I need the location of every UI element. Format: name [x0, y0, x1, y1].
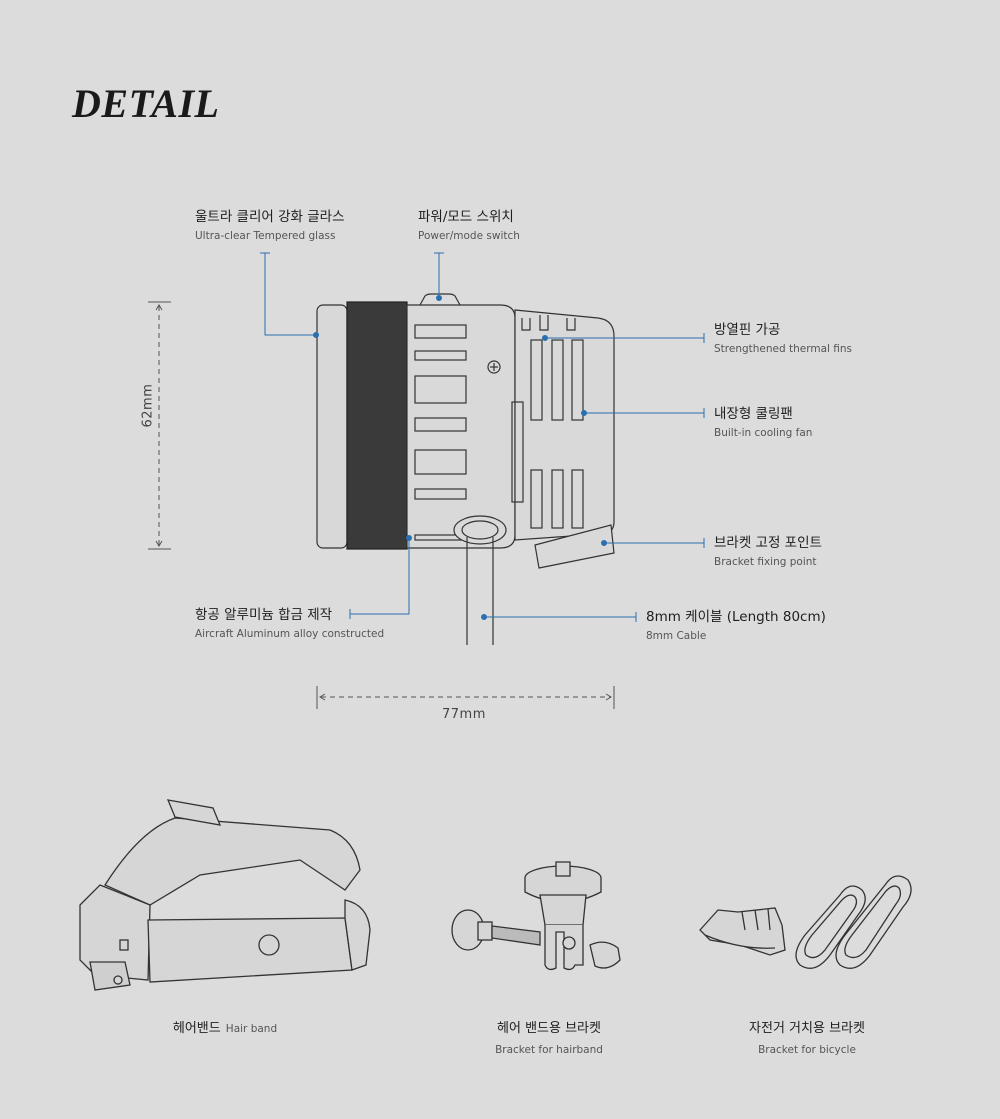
callout-cable-en: 8mm Cable: [646, 630, 707, 642]
light-body: [316, 293, 615, 645]
callout-fins-en: Strengthened thermal fins: [714, 343, 853, 355]
callout-aluminum-en: Aircraft Aluminum alloy constructed: [195, 628, 385, 640]
callout-lines: [260, 252, 705, 622]
callout-glass: 울트라 클리어 강화 글라스 Ultra-clear Tempered glas…: [195, 208, 345, 244]
bicycle-bracket-illustration: [699, 875, 912, 969]
callout-switch: 파워/모드 스위치 Power/mode switch: [418, 208, 520, 244]
callout-fan: 내장형 쿨링팬 Built-in cooling fan: [714, 405, 812, 441]
hairband-bracket-illustration: [451, 861, 621, 971]
callout-aluminum: 항공 알루미늄 합금 제작 Aircraft Aluminum alloy co…: [195, 606, 384, 642]
accessory-bicycle-bracket-en: Bracket for bicycle: [758, 1044, 856, 1056]
hairband-illustration: [79, 799, 371, 991]
callout-fan-en: Built-in cooling fan: [714, 427, 813, 439]
accessory-hairband-bracket-ko: 헤어 밴드용 브라켓: [497, 1021, 601, 1036]
callout-aluminum-ko: 항공 알루미늄 합금 제작: [195, 607, 333, 623]
callout-switch-ko: 파워/모드 스위치: [418, 209, 514, 225]
callout-fan-ko: 내장형 쿨링팬: [714, 406, 793, 422]
callout-cable-ko: 8mm 케이블 (Length 80cm): [646, 609, 826, 625]
callout-glass-en: Ultra-clear Tempered glass: [195, 230, 336, 242]
callout-fins-ko: 방열핀 가공: [714, 322, 781, 338]
accessory-hairband-label: 헤어밴드 Hair band: [140, 1017, 310, 1036]
accessory-hairband-bracket-label: 헤어 밴드용 브라켓 Bracket for hairband: [469, 1017, 629, 1056]
callout-bracket-point: 브라켓 고정 포인트 Bracket fixing point: [714, 534, 822, 570]
accessory-hairband-bracket-en: Bracket for hairband: [495, 1044, 603, 1056]
accessory-bicycle-bracket-ko: 자전거 거치용 브라켓: [749, 1021, 865, 1036]
dimension-width-label: 77mm: [442, 707, 486, 722]
accessory-hairband-ko: 헤어밴드: [172, 1021, 221, 1036]
dimension-lines: [148, 301, 615, 709]
callout-switch-en: Power/mode switch: [418, 230, 520, 242]
accessory-bicycle-bracket-label: 자전거 거치용 브라켓 Bracket for bicycle: [727, 1017, 887, 1056]
accessory-hairband-en: Hair band: [225, 1023, 278, 1035]
callout-glass-ko: 울트라 클리어 강화 글라스: [195, 209, 345, 225]
callout-cable: 8mm 케이블 (Length 80cm) 8mm Cable: [646, 608, 826, 644]
page-title: DETAIL: [72, 81, 220, 126]
callout-bracket-point-ko: 브라켓 고정 포인트: [714, 535, 822, 551]
dimension-height-label: 62mm: [140, 383, 156, 428]
callout-fins: 방열핀 가공 Strengthened thermal fins: [714, 321, 852, 357]
callout-bracket-point-en: Bracket fixing point: [714, 556, 817, 568]
